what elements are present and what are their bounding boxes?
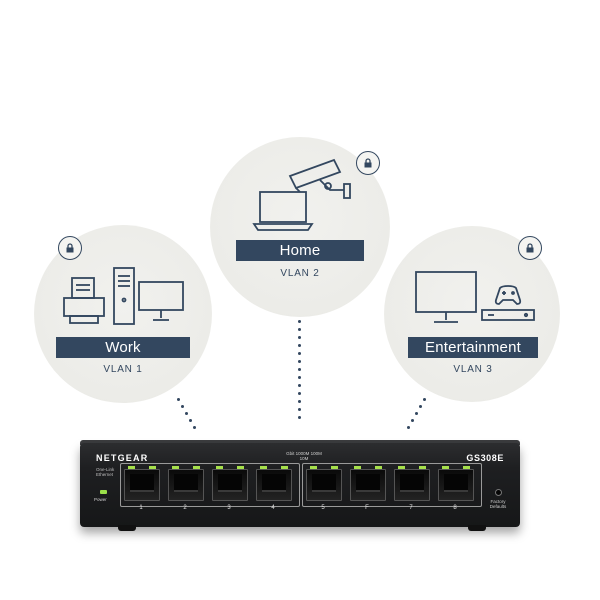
port-number: 1 <box>139 505 143 511</box>
tv-icon <box>415 271 477 323</box>
switch-foot <box>468 525 486 531</box>
port-number: 8 <box>453 505 457 511</box>
home-vlan-label: VLAN 2 <box>280 268 320 279</box>
lock-icon <box>518 236 542 260</box>
home-network-label: Home <box>236 240 364 261</box>
desktop-tower-icon <box>113 267 135 325</box>
switch-top-edge <box>80 440 520 445</box>
power-label: Power <box>94 497 107 502</box>
link-tag: One-Link Ethernet <box>96 467 115 477</box>
ethernet-port-4[interactable] <box>256 466 292 501</box>
monitor-icon <box>138 281 184 321</box>
port-group-frame <box>120 463 300 507</box>
model-number: GS308E <box>466 453 504 463</box>
game-console-icon <box>481 285 535 321</box>
entertainment-network-label: Entertainment <box>408 337 538 358</box>
work-network-label: Work <box>56 337 190 358</box>
port-number: 3 <box>227 505 231 511</box>
ethernet-port-6[interactable] <box>350 466 386 501</box>
entertainment-vlan-label: VLAN 3 <box>453 364 493 375</box>
ethernet-port-8[interactable] <box>438 466 474 501</box>
factory-reset-label: Factory Defaults <box>489 499 507 509</box>
network-switch: NETGEAR GS308E One-Link Ethernet Gbit 10… <box>80 443 520 527</box>
ethernet-port-1[interactable] <box>124 466 160 501</box>
laptop-icon <box>252 191 314 231</box>
ethernet-port-5[interactable] <box>306 466 342 501</box>
port-number: F <box>365 505 369 511</box>
power-led <box>100 490 107 494</box>
printer-icon <box>63 277 105 324</box>
brand-logo: NETGEAR <box>96 453 149 463</box>
lock-icon <box>58 236 82 260</box>
speed-legend: Gbit 1000M 100M 10M <box>286 451 322 461</box>
ethernet-port-7[interactable] <box>394 466 430 501</box>
work-vlan-label: VLAN 1 <box>103 364 143 375</box>
ethernet-port-2[interactable] <box>168 466 204 501</box>
port-number: 4 <box>271 505 275 511</box>
factory-reset-button[interactable] <box>495 489 502 496</box>
lock-icon <box>356 151 380 175</box>
port-number: 7 <box>409 505 413 511</box>
port-number: 5 <box>321 505 325 511</box>
switch-foot <box>118 525 136 531</box>
ethernet-port-3[interactable] <box>212 466 248 501</box>
port-number: 2 <box>183 505 187 511</box>
port-group-frame <box>302 463 482 507</box>
